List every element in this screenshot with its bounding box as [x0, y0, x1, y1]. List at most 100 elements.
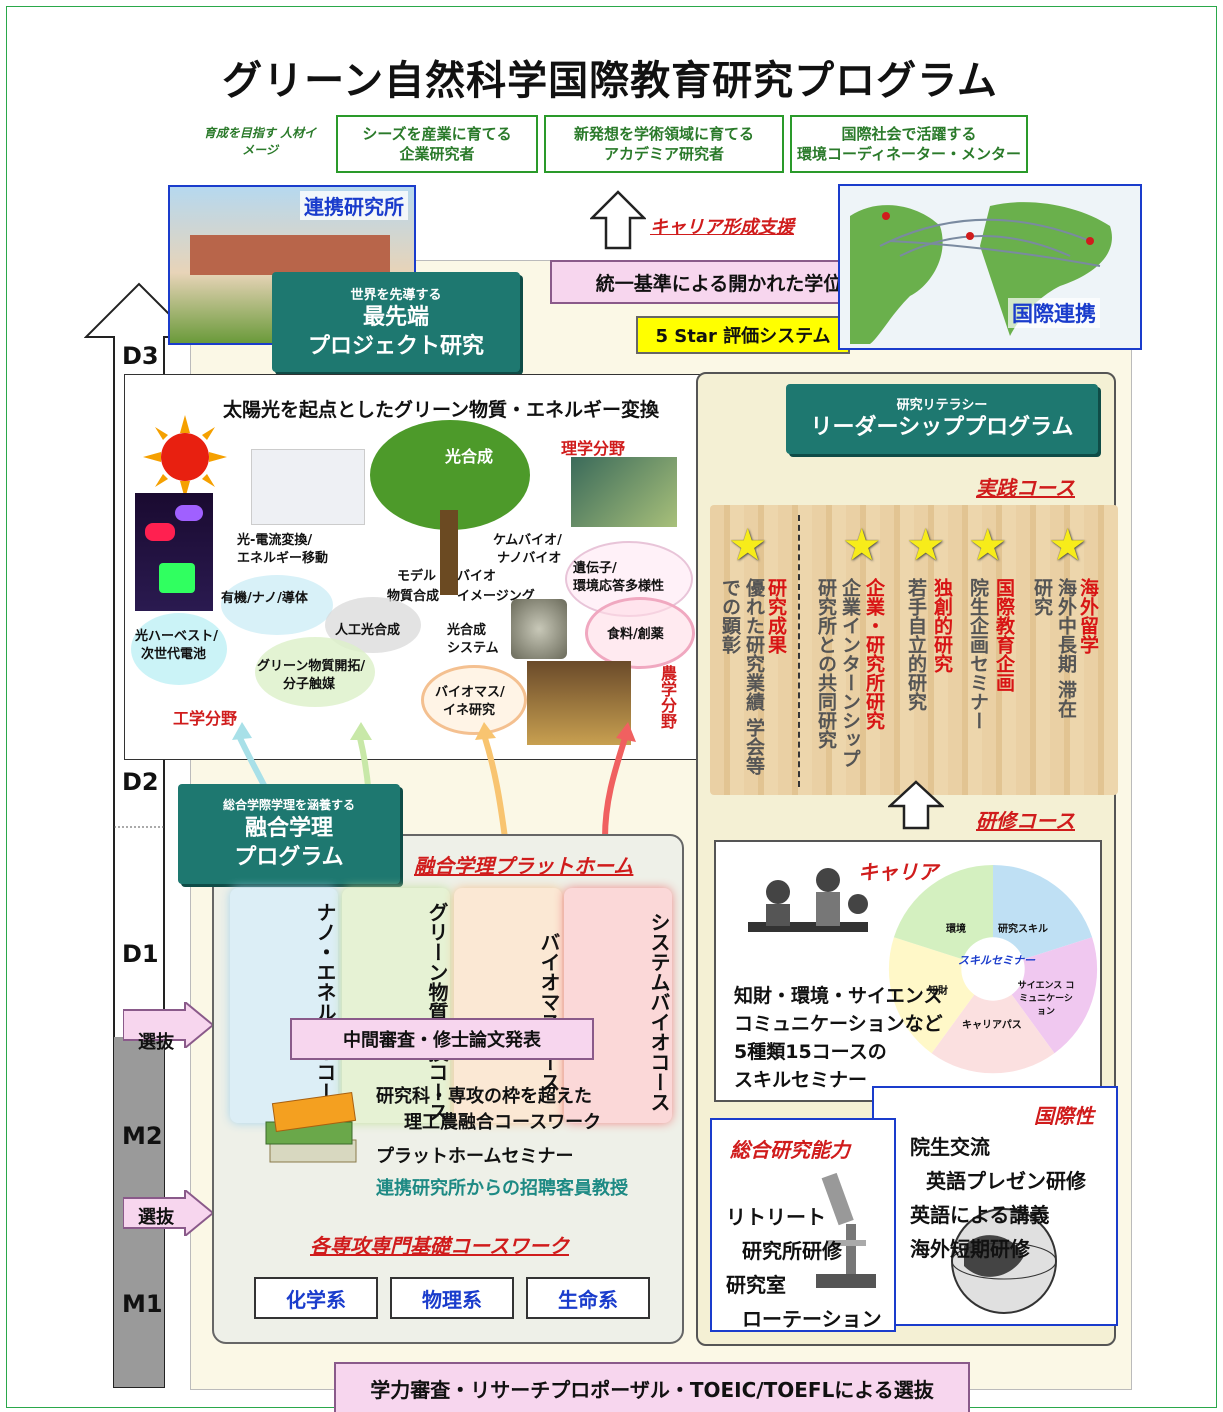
star-icon: ★	[906, 520, 946, 571]
dashed-divider	[798, 515, 800, 787]
model-synthesis-label: 物質合成	[387, 589, 440, 604]
energy-transfer-label: エネルギー移動	[237, 551, 329, 566]
leadership-banner: 研究リテラシー リーダーシッププログラム	[786, 384, 1098, 454]
intl-collab-map: 国際連携	[838, 184, 1142, 350]
goal-line: アカデミア研究者	[603, 145, 724, 163]
meeting-illustration	[748, 868, 868, 932]
skill-pie-chart	[888, 864, 1098, 1074]
level-m1: M1	[122, 1290, 163, 1318]
segment-environment: 環境	[946, 924, 966, 935]
goal-line: 環境コーディネーター・メンター	[797, 145, 1021, 163]
comprehensive-item: リトリート	[726, 1205, 826, 1229]
coursework-line: 理工農融合コースワーク	[404, 1112, 602, 1133]
fusion-banner: 総合学際学理を涵養する 融合学理 プログラム	[178, 784, 400, 884]
intl-planning-title: 国際教育企画	[993, 578, 1015, 692]
entrance-selection-box: 学力審査・リサーチプロポーザル・TOEIC/TOEFLによる選抜	[334, 1362, 970, 1412]
five-star-box: 5 Star 評価システム	[636, 316, 850, 354]
science-field-label: 理学分野	[561, 439, 626, 458]
comprehensive-item: 研究室	[726, 1273, 786, 1297]
chembio-label: ケムバイオ/	[493, 533, 562, 548]
level-d1: D1	[122, 940, 159, 968]
biomass-label: バイオマス/	[435, 685, 505, 700]
goals-label: 育成を目指す 人材イメージ	[203, 126, 317, 157]
star-icon: ★	[728, 520, 768, 571]
protein-structure-image	[251, 449, 365, 525]
tree-icon	[370, 420, 530, 595]
banner-line: プログラム	[234, 845, 344, 870]
photocurrent-label: 光-電流変換/	[237, 533, 313, 548]
nanobio-label: ナノバイオ	[497, 551, 562, 566]
intl-planning-desc: 院生企画セミナー	[967, 578, 989, 730]
food-drug-label: 食料/創薬	[607, 627, 664, 642]
engineering-field-label: 工学分野	[173, 709, 238, 728]
skill-description: 知財・環境・サイエンス コミュニケーションなど 5種類15コースの スキルセミナ…	[734, 982, 943, 1094]
artificial-photosynthesis-label: 人工光合成	[335, 623, 401, 638]
project-research-banner: 世界を先導する 最先端 プロジェクト研究	[272, 272, 520, 372]
coursework-line: 研究科・専攻の枠を超えた	[376, 1086, 592, 1107]
study-abroad-title: 海外留学	[1077, 578, 1099, 654]
industry-research-desc: 企業インターンシップ 研究所との共同研究	[815, 578, 861, 768]
photosynthesis-label: 光合成	[445, 447, 494, 466]
comprehensive-title: 総合研究能力	[730, 1138, 850, 1162]
course-system-bio: システムバイオコース	[564, 888, 672, 1123]
star-icon: ★	[842, 520, 882, 571]
industry-research-title: 企業・研究所研究	[863, 578, 885, 730]
photo-system-label: 光合成	[447, 623, 487, 638]
original-research-desc: 若手自立的研究	[905, 578, 927, 711]
env-diversity-label: 環境応答多様性	[573, 579, 665, 594]
microbe-image	[571, 457, 677, 527]
training-course-label: 研修コース	[976, 809, 1075, 833]
skill-line: スキルセミナー	[734, 1069, 868, 1091]
career-support-label: キャリア形成支援	[650, 217, 794, 238]
goal-line: 新発想を学術領域に育てる	[573, 125, 754, 143]
segment-science-comm: サイエンス コミュニケーション	[1017, 981, 1075, 1017]
intl-item: 院生交流	[910, 1135, 990, 1159]
level-d2: D2	[122, 768, 159, 796]
skill-center-label: スキルセミナー	[958, 954, 1035, 967]
goal-env-coordinator: 国際社会で活躍する環境コーディネーター・メンター	[790, 115, 1028, 173]
building-shape	[190, 235, 390, 275]
level-m2: M2	[122, 1122, 163, 1150]
catalyst-label: 分子触媒	[283, 677, 336, 692]
glowing-flask-image	[135, 493, 213, 611]
level-d3: D3	[122, 342, 159, 370]
dept-life: 生命系	[526, 1277, 650, 1319]
selection-arrow-2	[123, 1190, 213, 1236]
goal-company-researcher: シーズを産業に育てる企業研究者	[336, 115, 538, 173]
intl-list: 院生交流 英語プレゼン研修 英語による講義 海外短期研修	[910, 1130, 1086, 1266]
skill-line: 知財・環境・サイエンス	[734, 985, 943, 1007]
organic-circle	[221, 575, 333, 635]
organic-label: 有機/ナノ/導体	[221, 591, 308, 606]
comprehensive-item: 研究所研修	[742, 1239, 842, 1263]
green-dev-circle	[255, 637, 375, 707]
green-dev-label: グリーン物質開拓/	[257, 659, 366, 674]
coursework-text: 研究科・専攻の枠を超えた 理工農融合コースワーク	[376, 1084, 601, 1136]
intl-box: 国際性 院生交流 英語プレゼン研修 英語による講義 海外短期研修	[872, 1086, 1118, 1326]
research-results-title: 研究成果	[765, 578, 787, 654]
selection-label-1: 選抜	[138, 1032, 174, 1053]
goal-line: 国際社会で活躍する	[841, 125, 977, 143]
guest-professor-text: 連携研究所からの招聘客員教授	[376, 1178, 628, 1199]
microscope-icon	[816, 1172, 876, 1288]
platform-seminar-text: プラットホームセミナー	[376, 1146, 574, 1167]
skill-seminar-box: キャリア スキルセミナー 環境 研究スキル サイエンス コミュニケーション キャ…	[714, 840, 1102, 1102]
selection-arrow-1	[123, 1002, 213, 1048]
rice-label: イネ研究	[443, 703, 496, 718]
intl-item: 英語プレゼン研修	[926, 1169, 1086, 1193]
star-icon: ★	[1048, 520, 1088, 571]
dept-chemistry: 化学系	[254, 1277, 378, 1319]
banner-line: プロジェクト研究	[307, 334, 484, 359]
banner-subtitle: 世界を先導する	[350, 288, 442, 303]
intl-item: 海外短期研修	[910, 1237, 1030, 1261]
comprehensive-box: 総合研究能力 リトリート 研究所研修 研究室 ローテーション	[710, 1118, 896, 1332]
page-title: グリーン自然科学国際教育研究プログラム	[222, 58, 998, 104]
segment-ip: 知財	[928, 986, 948, 997]
banner-subtitle: 総合学際学理を涵養する	[222, 798, 355, 812]
model-label: モデル	[397, 569, 437, 584]
segment-career-path: キャリアパス	[962, 1020, 1022, 1031]
goal-line: 企業研究者	[399, 145, 475, 163]
original-research-title: 独創的研究	[931, 578, 953, 673]
skill-line: コミュニケーションなど	[734, 1013, 943, 1035]
banner-line: リーダーシッププログラム	[810, 415, 1074, 440]
course-biomass: バイオマスコース	[454, 888, 562, 1123]
